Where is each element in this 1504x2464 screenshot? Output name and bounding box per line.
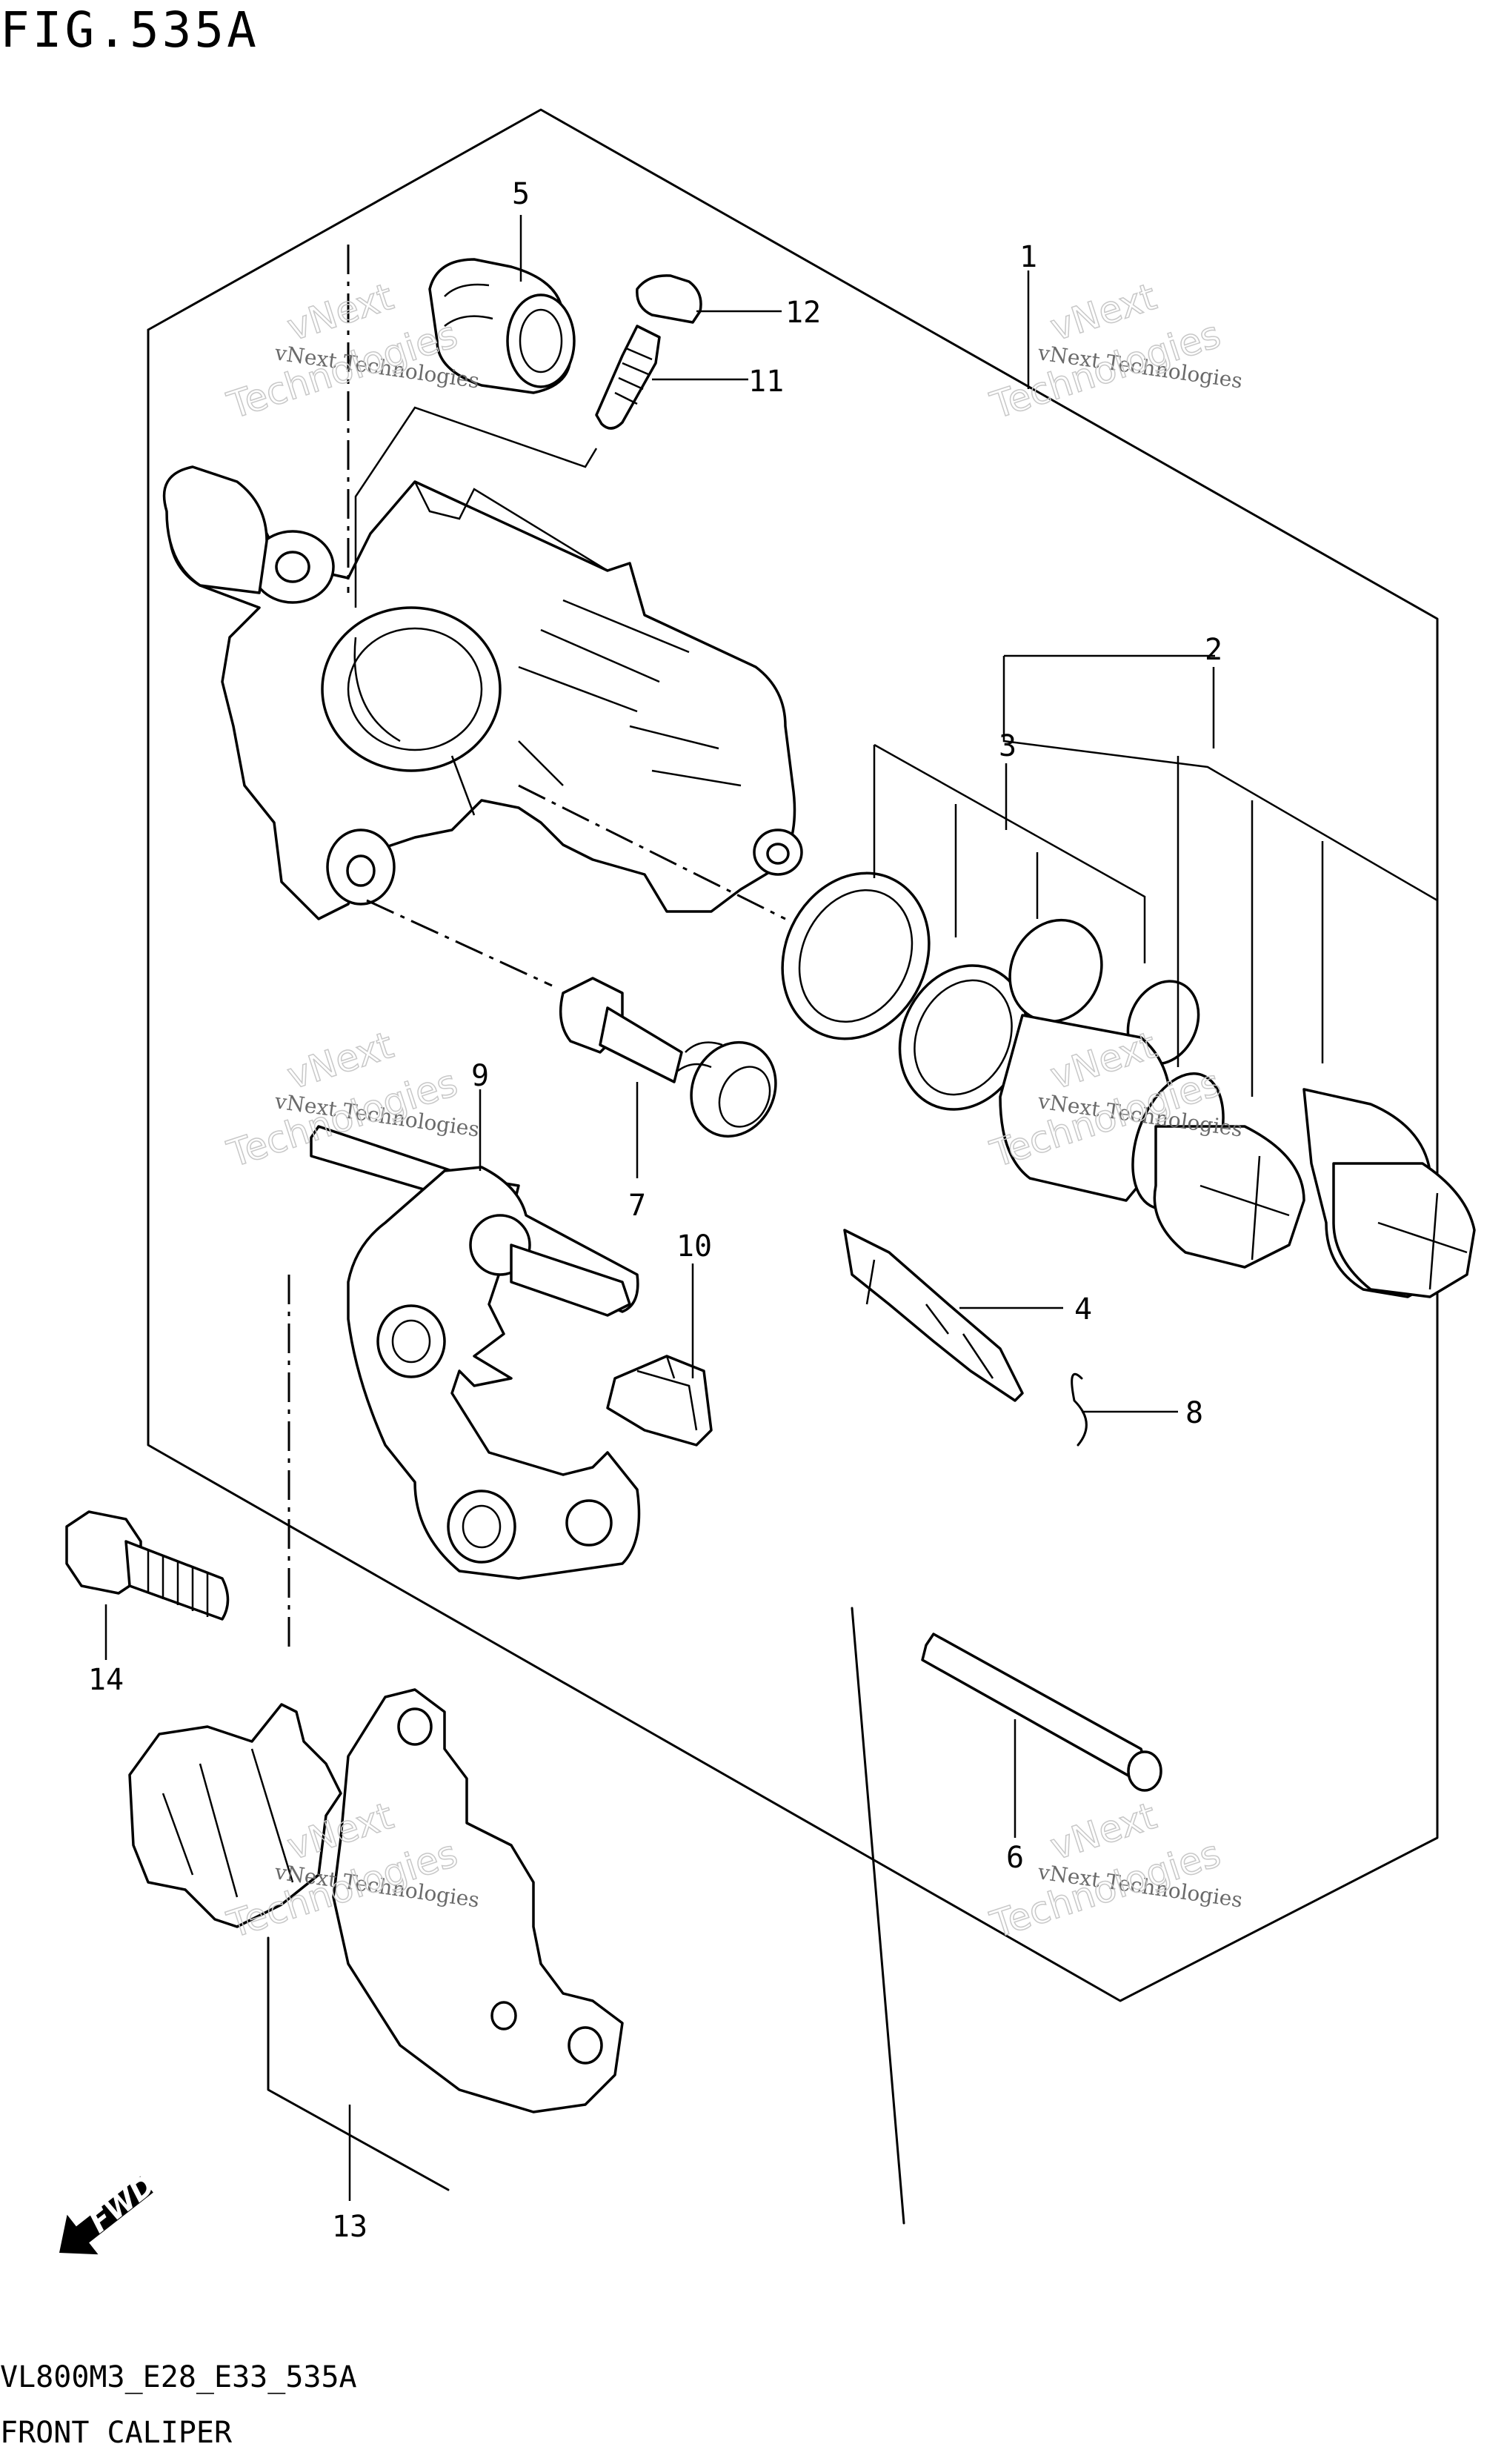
callout-6: 6 [1006, 1841, 1024, 1875]
part-3-bracket-a [874, 743, 1146, 963]
part-5-boot [428, 258, 576, 394]
callout-4: 4 [1074, 1292, 1092, 1326]
part-12-cap [636, 274, 702, 324]
caliper-body [162, 465, 803, 920]
callout-12: 12 [785, 296, 821, 330]
part-11-bleeder [595, 325, 661, 430]
callout-1: 1 [1019, 240, 1037, 274]
callout-5: 5 [512, 177, 530, 211]
model-code: VL800M3_E28_E33_535A [0, 2360, 357, 2394]
callout-3: 3 [999, 729, 1016, 763]
callout-10: 10 [676, 1229, 712, 1263]
fwd-arrow: FWD [59, 2168, 162, 2255]
callout-13: 13 [332, 2210, 367, 2244]
callout-2: 2 [1205, 633, 1222, 667]
pad-bracket-2 [267, 1936, 450, 2191]
callout-9: 9 [471, 1059, 489, 1093]
part-13-brake-pads [128, 1688, 624, 2113]
part-4-pad-spring [843, 1229, 1024, 1402]
part-2-bracket [1002, 656, 1439, 1145]
part-2-pistons [999, 1014, 1476, 1298]
pad-bracket [851, 1607, 905, 2225]
guide-line-piston [518, 784, 786, 920]
fwd-label: FWD [83, 2168, 161, 2239]
watermark-6: vNext Technologies vNext Technologies [985, 1793, 1244, 1947]
part-7-pin-bolt [559, 977, 777, 1138]
part-14-bolt [65, 1510, 230, 1621]
assembly-outline [147, 108, 1439, 2002]
callout-11: 11 [748, 365, 784, 399]
part-3-seals [781, 871, 1200, 1111]
part-6-pin [921, 1633, 1162, 1792]
figure-title: FIG.535A [0, 1, 259, 59]
bleeder-leader-lines [354, 406, 598, 608]
callout-14: 14 [88, 1663, 124, 1697]
figure-caption: FRONT CALIPER [0, 2416, 233, 2450]
part-8-clip [1071, 1372, 1088, 1447]
part-9-bracket [310, 1125, 641, 1580]
leader-lines [104, 215, 1215, 2201]
callout-7: 7 [628, 1189, 646, 1223]
callout-8: 8 [1185, 1396, 1203, 1430]
part-10-clip [606, 1355, 713, 1447]
guide-line-pin [366, 899, 553, 987]
watermark-2: vNext Technologies vNext Technologies [985, 274, 1244, 428]
